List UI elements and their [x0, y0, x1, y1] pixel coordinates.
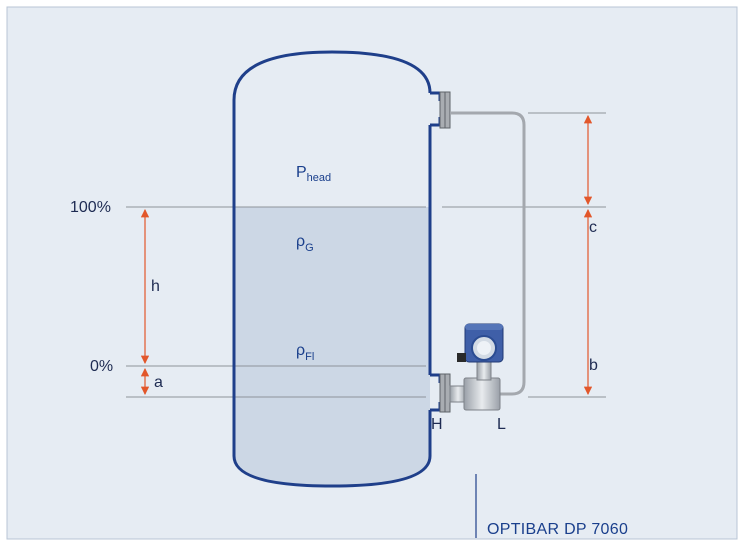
label-b: b [589, 357, 598, 374]
product-name: OPTIBAR DP 7060 [487, 521, 628, 538]
impulse-line [450, 111, 526, 396]
rho-gas-main: ρ [296, 233, 305, 250]
label-rho-fluid: ρFl [296, 342, 314, 363]
label-0-percent: 0% [90, 358, 113, 375]
label-h: h [151, 278, 160, 295]
rho-fluid-subscript: Fl [305, 351, 314, 363]
label-a: a [154, 374, 163, 391]
rho-gas-subscript: G [305, 242, 314, 254]
label-port-high: H [431, 416, 443, 433]
p-head-subscript: head [307, 172, 331, 184]
liquid-fill [234, 207, 430, 486]
label-rho-gas: ρG [296, 233, 314, 254]
label-p-head: Phead [296, 164, 331, 184]
p-head-main: P [296, 164, 307, 181]
pressure-transmitter [449, 323, 504, 411]
label-c: c [589, 219, 597, 236]
rho-fluid-main: ρ [296, 342, 305, 359]
label-port-low: L [497, 416, 506, 433]
vessel-outline [232, 50, 432, 488]
lower-nozzle [430, 373, 451, 413]
label-100-percent: 100% [70, 199, 111, 216]
upper-nozzle [430, 91, 451, 129]
